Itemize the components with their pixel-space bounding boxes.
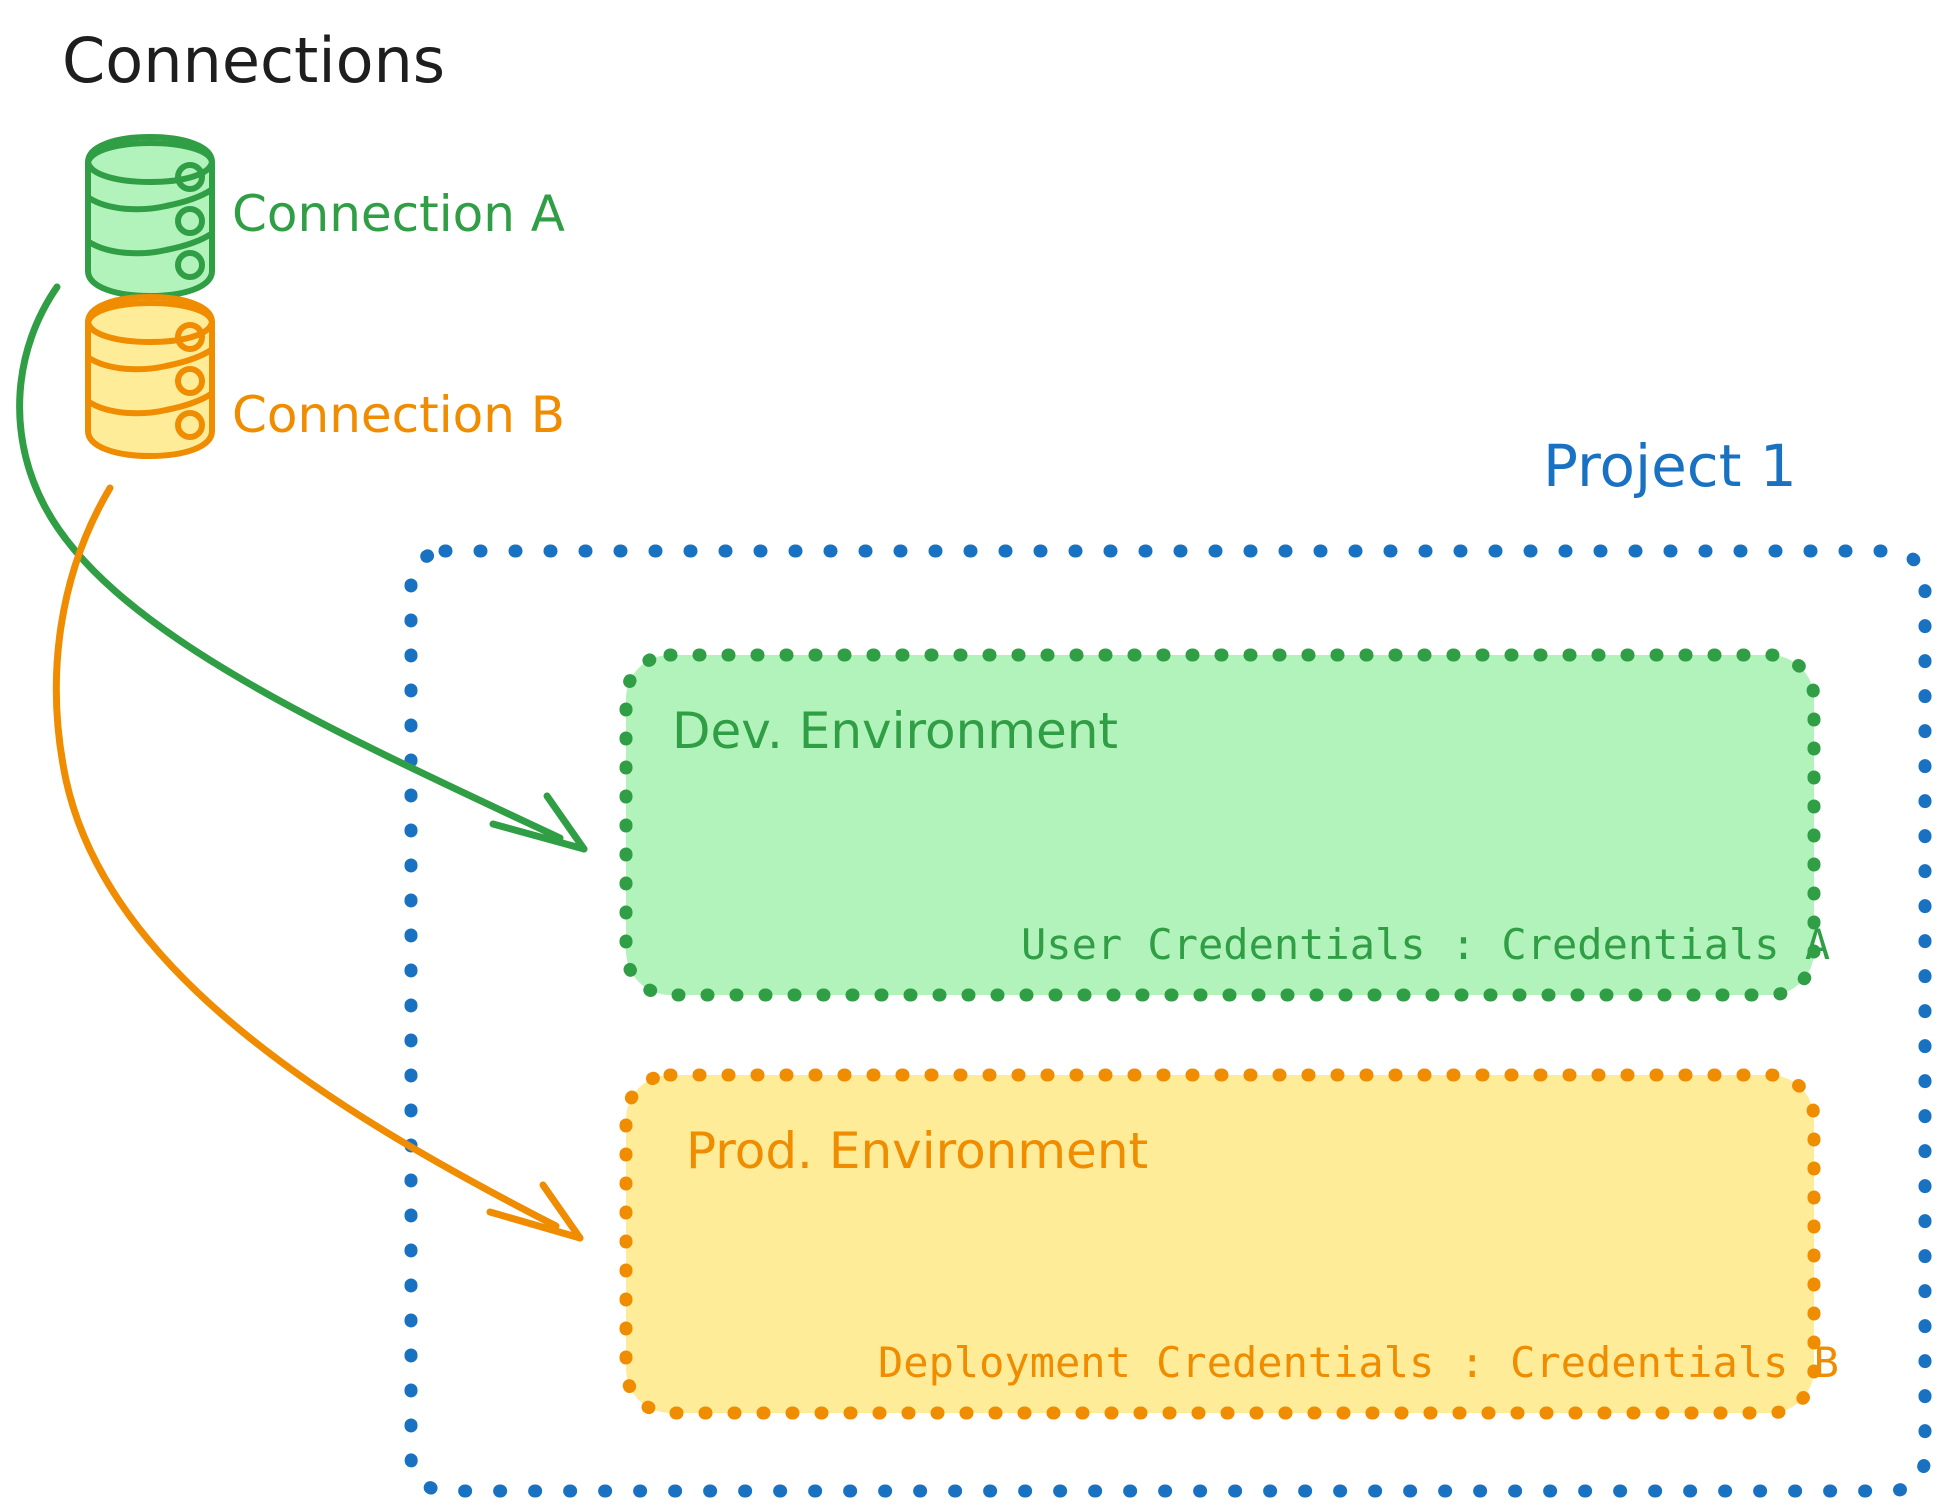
arrow-b-path — [52, 484, 560, 1230]
project-container[interactable] — [404, 544, 1932, 1498]
connection-a-db-fill — [89, 136, 213, 294]
prod-environment-box[interactable] — [619, 1068, 1821, 1420]
dev-environment-box[interactable] — [619, 648, 1821, 1002]
connection-a-db-dot-1 — [175, 162, 205, 192]
connection-a-database-icon[interactable] — [85, 134, 215, 299]
dev-environment-credentials: User Credentials : Credentials A — [1021, 920, 1830, 969]
arrow-a-head-upper — [543, 792, 588, 853]
prod-environment-credentials: Deployment Credentials : Credentials B — [878, 1338, 1839, 1387]
connection-a-db-dot-3 — [175, 250, 205, 280]
connection-a-db-body — [85, 134, 215, 299]
page-title: Connections — [62, 24, 445, 97]
connection-b-db-fill — [89, 296, 213, 454]
arrow-b-head-upper — [539, 1181, 584, 1242]
project-container-border — [404, 544, 1932, 1498]
arrow-a-head-lower — [489, 820, 588, 853]
dev-environment-border — [619, 648, 1821, 1002]
connection-b-db-dot-1 — [175, 322, 205, 352]
dev-environment-fill — [626, 655, 1814, 995]
connection-b-db-body — [85, 294, 215, 459]
connection-b-db-top — [85, 300, 215, 345]
connection-a-db-band-1 — [86, 187, 214, 213]
arrow-b-head-lower — [486, 1208, 584, 1242]
prod-environment-fill — [626, 1075, 1814, 1413]
connection-b-db-band-1 — [86, 347, 214, 373]
prod-environment-border — [619, 1068, 1821, 1420]
prod-environment-title: Prod. Environment — [686, 1122, 1148, 1180]
connection-b-db-dot-3 — [175, 410, 205, 440]
project-title: Project 1 — [1543, 432, 1797, 500]
arrow-connection-b-to-prod — [52, 484, 584, 1242]
connection-b-db-dot-2 — [175, 366, 205, 396]
connection-b-database-icon[interactable] — [85, 294, 215, 459]
connection-b-label: Connection B — [232, 386, 565, 444]
connection-a-db-top — [85, 140, 215, 185]
arrow-connection-a-to-dev — [16, 283, 588, 853]
arrow-a-path — [16, 283, 564, 842]
connection-a-label: Connection A — [232, 185, 565, 243]
connection-a-db-dot-2 — [175, 206, 205, 236]
connection-a-db-band-2 — [86, 231, 214, 257]
connection-b-db-band-2 — [86, 391, 214, 417]
dev-environment-title: Dev. Environment — [672, 702, 1118, 760]
